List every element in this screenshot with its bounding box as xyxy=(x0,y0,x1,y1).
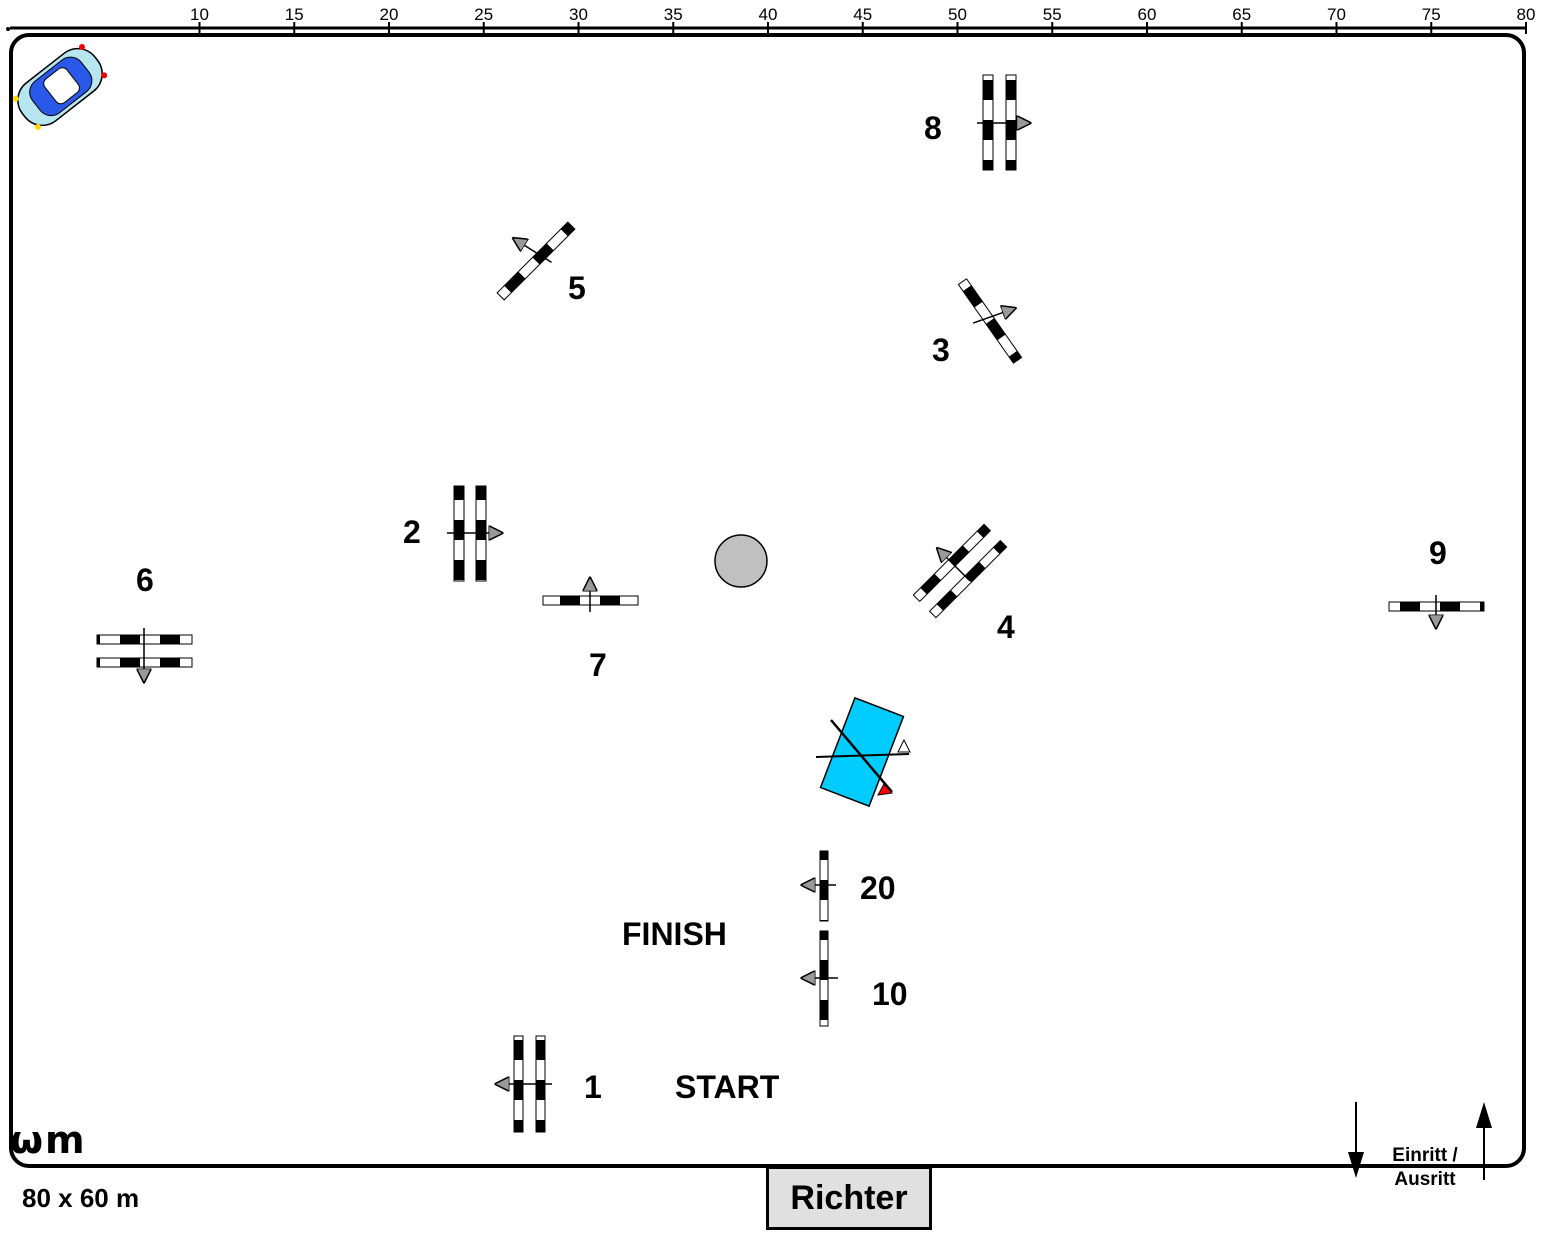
judge-box: Richter xyxy=(766,1166,932,1230)
ruler-tick-label: 40 xyxy=(759,5,778,24)
flag-white-icon xyxy=(898,740,910,752)
ruler-tick-label: 35 xyxy=(664,5,683,24)
label-2: 2 xyxy=(403,514,421,550)
ruler-tick-label: 30 xyxy=(569,5,588,24)
entry-label-line1: Einritt / xyxy=(1376,1144,1474,1168)
entry-label-line2: Ausritt xyxy=(1376,1168,1474,1192)
obstacle-5 xyxy=(478,203,580,305)
ruler-tick-label: 65 xyxy=(1232,5,1251,24)
cone-marker-icon xyxy=(715,535,767,587)
label-20: 20 xyxy=(860,870,896,906)
label-10: 10 xyxy=(872,976,908,1012)
obstacle-1 xyxy=(496,1036,552,1132)
entry-exit-label: Einritt / Ausritt xyxy=(1376,1144,1474,1192)
label-5: 5 xyxy=(568,270,586,306)
obstacle-9 xyxy=(1389,595,1484,628)
label-6: 6 xyxy=(136,562,154,598)
ruler-tick-label: 25 xyxy=(474,5,493,24)
judge-label: Richter xyxy=(790,1179,907,1218)
label-9: 9 xyxy=(1429,535,1447,571)
label-4: 4 xyxy=(997,609,1015,645)
exit-arrow xyxy=(1476,1102,1492,1180)
obstacle-20 xyxy=(802,851,836,921)
label-7: 7 xyxy=(589,647,607,683)
arena-border xyxy=(11,35,1524,1166)
ruler-tick-label: 60 xyxy=(1138,5,1157,24)
obstacle-2 xyxy=(447,486,502,581)
ruler-tick-label: 45 xyxy=(853,5,872,24)
ruler: 10 15 20 25 30 35 40 45 50 55 60 65 70 75 80 xyxy=(6,5,1535,34)
ruler-tick-label: 80 xyxy=(1517,5,1536,24)
ruler-tick-label: 15 xyxy=(285,5,304,24)
obstacle-10 xyxy=(802,931,838,1026)
car-icon xyxy=(9,40,111,134)
ruler-tick-label: 55 xyxy=(1043,5,1062,24)
obstacle-7 xyxy=(543,578,638,612)
obstacle-3 xyxy=(950,266,1040,369)
ruler-tick-label: 10 xyxy=(190,5,209,24)
obstacle-8 xyxy=(977,75,1030,170)
wm-logo: ωm xyxy=(10,1118,87,1162)
ruler-tick-label: 50 xyxy=(948,5,967,24)
ruler-tick-label: 75 xyxy=(1422,5,1441,24)
label-8: 8 xyxy=(924,110,942,146)
ruler-tick-label: 70 xyxy=(1327,5,1346,24)
obstacle-6 xyxy=(97,628,192,682)
obstacle-4 xyxy=(902,513,1007,618)
label-start: START xyxy=(675,1069,780,1105)
arena-dimensions: 80 x 60 m xyxy=(22,1183,139,1214)
label-finish: FINISH xyxy=(622,916,727,952)
label-1: 1 xyxy=(584,1069,602,1105)
ruler-tick-label: 20 xyxy=(380,5,399,24)
label-3: 3 xyxy=(932,332,950,368)
